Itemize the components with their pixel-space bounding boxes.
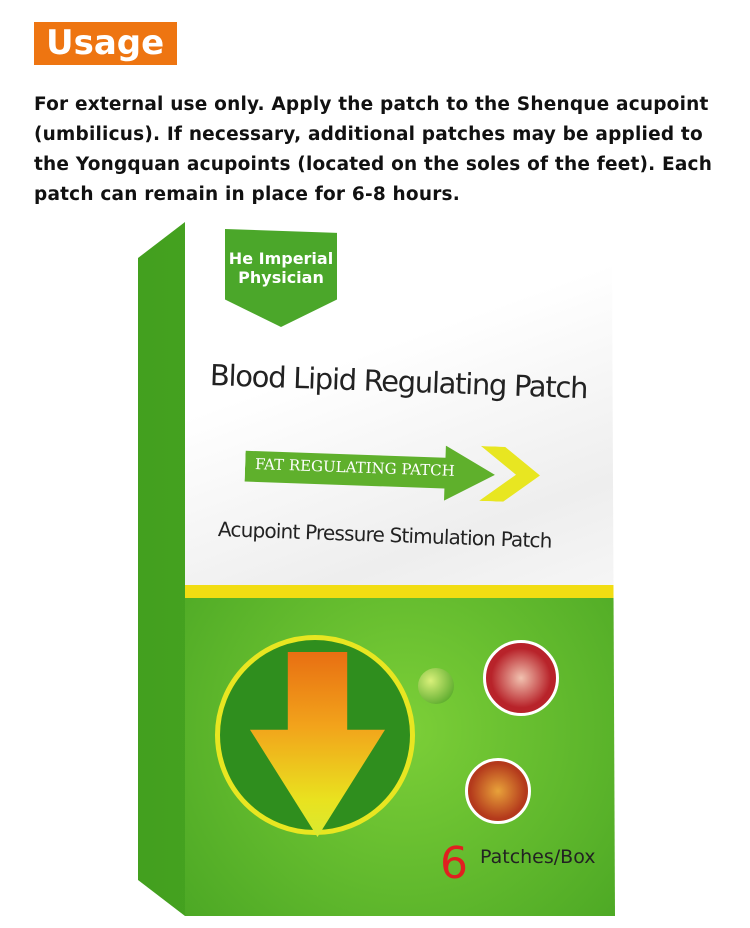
blood-vessel-icon [483, 640, 559, 716]
clogged-artery-icon [465, 758, 531, 824]
yellow-stripe [185, 585, 615, 598]
patch-count: 6 [440, 838, 468, 889]
molecule-icon [418, 668, 454, 704]
patch-count-label: Patches/Box [480, 846, 596, 868]
section-title: Usage [34, 22, 177, 65]
usage-description: For external use only. Apply the patch t… [34, 94, 713, 205]
